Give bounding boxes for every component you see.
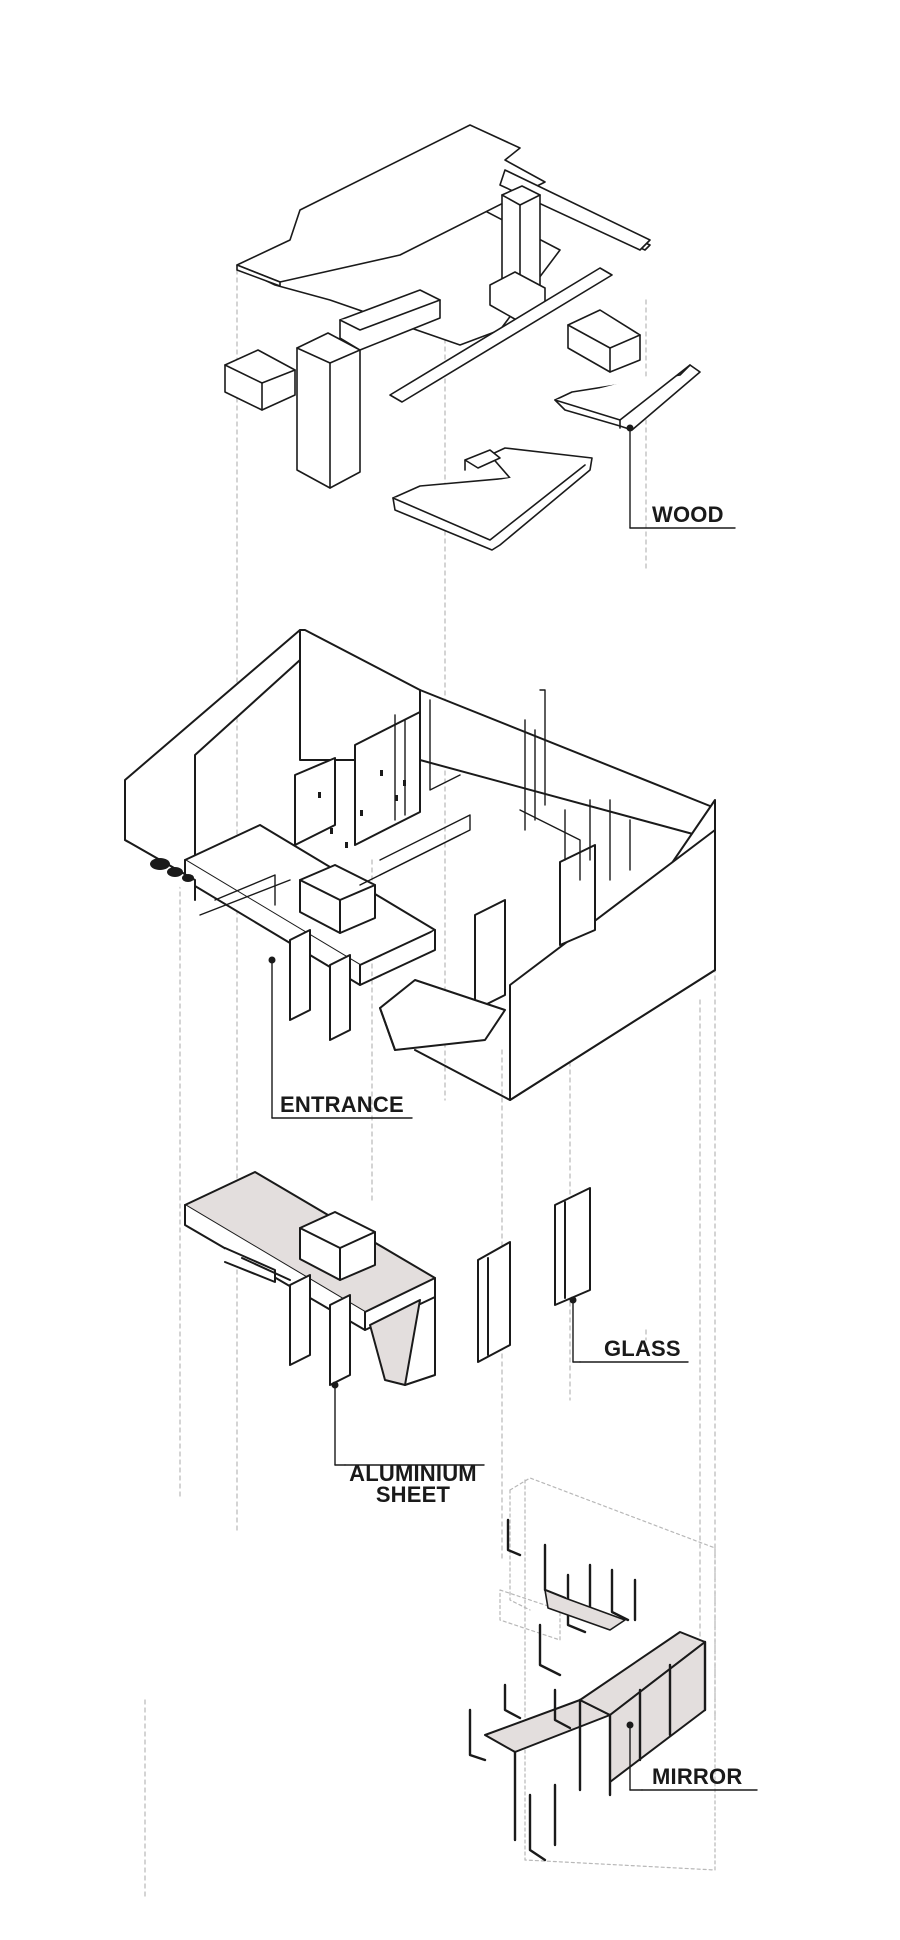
glass-panels [477, 1187, 591, 1363]
wood-layer [224, 124, 701, 551]
aluminium-sheet-piece [184, 1171, 436, 1386]
glass-leader [572, 1299, 581, 1363]
glass-leader-dot [569, 1296, 577, 1304]
mirror-label: MIRROR [652, 1764, 743, 1789]
mirror-leader [629, 1724, 643, 1791]
wood-tall-column [296, 332, 361, 489]
aluminium-label-line2: SHEET [375, 1482, 451, 1507]
glass-panel-right [554, 1187, 591, 1306]
wood-label: WOOD [652, 502, 724, 527]
mirror-ghost-outline [499, 1477, 716, 1871]
mirror-frames [468, 1518, 707, 1862]
label-underlines [344, 1361, 758, 1791]
aluminium-sheet-label: ALUMINIUM SHEET [338, 1461, 488, 1507]
wood-roof-slab-top [236, 124, 546, 283]
panel-marks [318, 770, 406, 848]
mirror-panel-main [484, 1699, 611, 1753]
glass-panel-left [477, 1241, 511, 1363]
aluminium-leader-dot [331, 1381, 339, 1389]
room-interior-details [199, 689, 631, 916]
aluminium-label-line1: ALUMINIUM [349, 1461, 477, 1486]
wall-logo [150, 858, 194, 882]
room-shell [124, 629, 716, 1101]
entrance-leader-dot [268, 956, 276, 964]
entrance-label: ENTRANCE [280, 1092, 404, 1117]
aluminium-leader [334, 1384, 346, 1466]
interior-panel-mid [354, 711, 421, 846]
entrance-leader [271, 959, 413, 1119]
interior-panel-left [294, 757, 336, 846]
glass-label: GLASS [604, 1336, 681, 1361]
wood-diagonal-beam [389, 267, 613, 403]
wood-leader-dot [626, 424, 634, 432]
wood-leader [629, 427, 736, 529]
mirror-leader-dot [626, 1721, 634, 1729]
